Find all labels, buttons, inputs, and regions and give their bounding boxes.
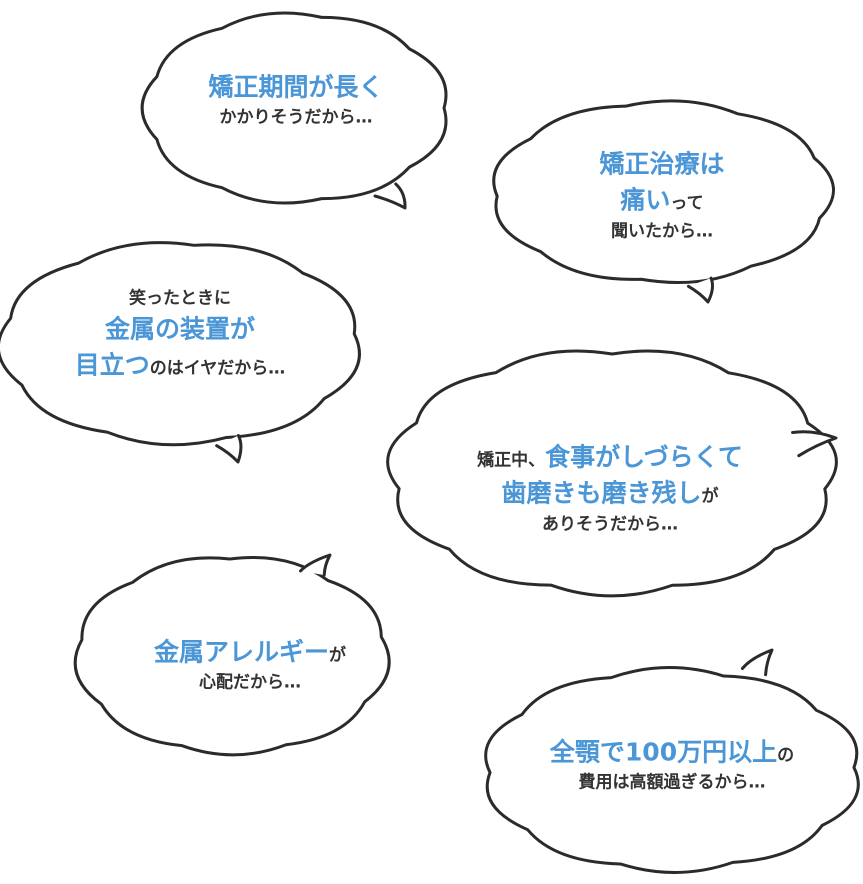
bubble-line: ありそうだから… [477,512,743,537]
bubble-tail [740,648,774,677]
bubble-line: 心配だから… [154,671,346,696]
bubble-tail [686,276,715,304]
cloud-bubble [140,11,448,205]
body-text: のはイヤだから… [149,358,286,379]
bubble-line: 聞いたから… [599,219,724,244]
highlight-text: 痛い [620,185,671,215]
bubble-line: 矯正治療は [599,146,724,182]
bubble-line: 痛いって [599,183,724,219]
body-text: って [670,193,704,214]
bubble-line: 歯磨きも磨き残しが [477,476,743,512]
bubble-line: 金属アレルギーが [154,635,346,671]
highlight-text: 歯磨きも磨き残し [501,478,702,508]
body-text: 矯正中、 [477,450,546,471]
bubble-pain: 矯正治療は痛いって聞いたから… [599,146,724,243]
highlight-text: 矯正期間が長く [208,72,384,102]
body-text: 心配だから… [198,672,301,693]
bubble-tail [299,553,332,577]
bubble-visible-braces: 笑ったときに金属の装置が目立つのはイヤだから… [75,286,286,383]
bubble-line: 費用は高額過ぎるから… [550,771,794,796]
highlight-text: 矯正治療は [599,149,725,179]
bubble-tail [215,434,243,464]
cloud-bubble [492,99,835,284]
bubble-line: かかりそうだから… [208,106,383,131]
cloud-bubble [386,349,838,598]
body-text: 費用は高額過ぎるから… [578,772,766,793]
bubble-cost: 全顎で100万円以上の費用は高額過ぎるから… [550,735,794,796]
bubble-metal-allergy: 金属アレルギーが心配だから… [154,635,346,696]
body-text: 聞いたから… [610,220,713,241]
bubble-line: 目立つのはイヤだから… [75,347,286,383]
body-text: かかりそうだから… [219,107,373,128]
bubble-line: 笑ったときに [75,286,286,311]
bubble-eating-brushing: 矯正中、食事がしづらくて歯磨きも磨き残しがありそうだから… [477,439,743,536]
body-text: ありそうだから… [541,513,678,534]
highlight-text: 金属の装置が [104,314,256,344]
cloud-bubble [0,241,361,447]
bubble-line: 全顎で100万円以上の [550,735,794,771]
highlight-text: 目立つ [74,350,150,380]
bubble-tail [791,430,838,458]
body-text: 笑ったときに [128,288,231,309]
highlight-text: 食事がしづらくて [545,442,743,472]
cloud-bubble [73,556,391,757]
bubble-long-treatment: 矯正期間が長くかかりそうだから… [208,70,383,131]
cloud-bubble [484,666,860,874]
highlight-text: 全顎で100万円以上 [549,737,778,767]
bubble-line: 矯正期間が長く [208,70,383,106]
bubble-line: 金属の装置が [75,311,286,347]
body-text: が [329,645,347,666]
body-text: が [701,486,719,507]
bubble-tail [373,182,407,210]
body-text: の [777,745,795,766]
highlight-text: 金属アレルギー [153,637,330,667]
bubble-line: 矯正中、食事がしづらくて [477,439,743,475]
